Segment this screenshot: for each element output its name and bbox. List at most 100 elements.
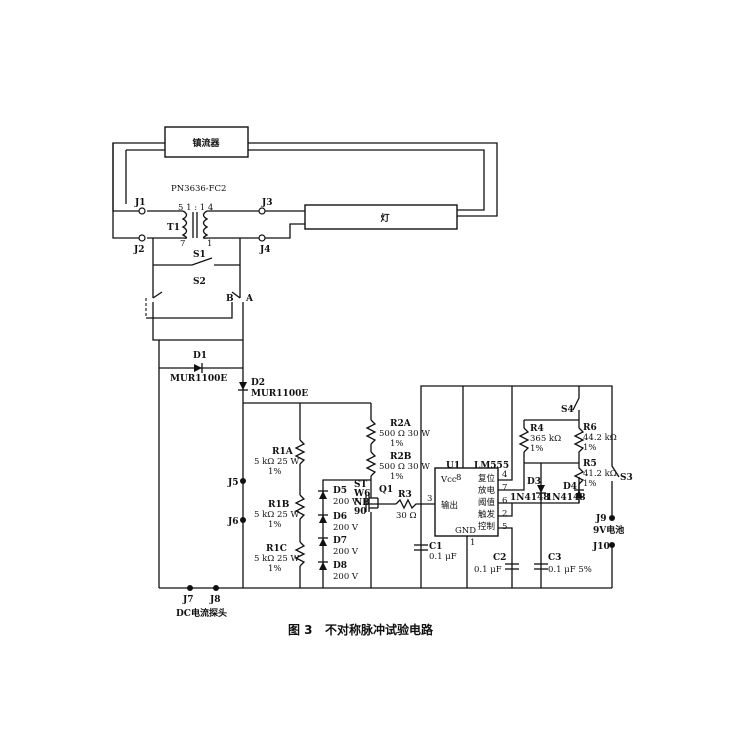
r1a-ref: R1A: [272, 447, 294, 457]
c1-value: 0.1 μF: [429, 552, 457, 562]
jack-j1-label: J1: [134, 198, 146, 208]
mosfet-q1: [365, 490, 396, 588]
figure-caption: 不对称脉冲试验电路: [325, 622, 434, 637]
r1c-tol: 1%: [268, 564, 282, 574]
switch-a-label: A: [245, 294, 254, 304]
u1-pin8: 8: [456, 473, 461, 483]
r6-value: 44.2 kΩ: [583, 433, 617, 443]
u1-threshold: 阈值: [478, 497, 496, 508]
r3-value: 30 Ω: [396, 511, 417, 521]
r2b-tol: 1%: [390, 472, 404, 482]
q1-ref: Q1: [379, 485, 393, 495]
c3-ref: C3: [548, 553, 561, 563]
r2a-value: 500 Ω 30 W: [379, 429, 430, 439]
r1a-value: 5 kΩ 25 W: [254, 457, 300, 467]
jack-j10[interactable]: [609, 542, 615, 548]
d2-ref: D2: [251, 378, 265, 388]
switch-b-label: B: [226, 294, 234, 304]
diode-d3: [536, 463, 546, 503]
transformer-part: PN3636-FC2: [171, 184, 226, 194]
r1b-tol: 1%: [268, 520, 282, 530]
zener-chain: [318, 479, 371, 588]
jack-j1[interactable]: [138, 207, 146, 215]
lamp-wire-bottom: [265, 223, 305, 239]
u1-discharge: 放电: [478, 485, 496, 496]
r4-value: 365 kΩ: [530, 434, 561, 444]
jack-j7[interactable]: [187, 585, 193, 591]
r1c-ref: R1C: [266, 544, 287, 554]
resistor-r6: [573, 427, 585, 463]
d2-part: MUR1100E: [251, 389, 308, 399]
transformer-pin1: 1: [207, 239, 212, 249]
u1-ref: U1: [446, 461, 460, 471]
jack-j4-label: J4: [259, 245, 271, 255]
c1-ref: C1: [429, 542, 442, 552]
d8-volt: 200 V: [333, 572, 359, 582]
jack-j9-label: J9: [595, 514, 607, 524]
jack-j8-label: J8: [209, 595, 221, 605]
u1-out: 输出: [441, 500, 458, 511]
u1-p4: 4: [502, 470, 507, 480]
r1c-value: 5 kΩ 25 W: [254, 554, 300, 564]
u1-vcc: Vcc: [440, 475, 457, 485]
ballast-label: 镇流器: [192, 137, 220, 149]
r1b-value: 5 kΩ 25 W: [254, 510, 300, 520]
switch-s3-label: S3: [620, 473, 633, 483]
r2b-ref: R2B: [390, 452, 412, 462]
r5-ref: R5: [583, 459, 597, 469]
r2a-tol: 1%: [390, 439, 404, 449]
transformer-pin7: 7: [180, 239, 185, 249]
switch-block: S1 S2 B A: [145, 238, 254, 341]
r4-ref: R4: [530, 424, 544, 434]
u1-p2: 2: [502, 509, 507, 519]
resistor-chain-r2: [365, 403, 377, 490]
switch-s2-label: S2: [193, 277, 206, 287]
u1-control: 控制: [478, 521, 495, 532]
jack-j9[interactable]: [609, 515, 615, 521]
d6-ref: D6: [333, 512, 347, 522]
transformer-ratio: 5 1 : 1 4: [178, 203, 213, 213]
figure-number: 图 3: [288, 623, 313, 637]
battery-label: 9V电池: [593, 524, 624, 536]
u1-gnd: GND: [455, 526, 476, 536]
r1b-ref: R1B: [268, 500, 290, 510]
resistor-chain-r1: [294, 403, 306, 588]
capacitor-c2: [505, 563, 519, 570]
d7-ref: D7: [333, 536, 347, 546]
c2-value: 0.1 μF: [474, 565, 502, 575]
d4-part: 1N4148: [546, 493, 586, 503]
d3-ref: D3: [527, 477, 541, 487]
capacitor-c3: [534, 563, 548, 570]
d5-volt: 200 V: [333, 497, 359, 507]
q1-line3: NB: [354, 498, 370, 508]
probe-label: DC电流探头: [176, 607, 227, 619]
d3-part: 1N4148: [510, 493, 550, 503]
ballast-box: [164, 126, 249, 158]
lamp-box: [304, 204, 458, 230]
resistor-r4: [518, 419, 579, 464]
u1-reset: 复位: [478, 473, 496, 484]
r1a-tol: 1%: [268, 467, 282, 477]
timer-wiring: [420, 385, 613, 588]
jack-j5-label: J5: [227, 478, 239, 488]
transformer-t1: PN3636-FC2 5 1 : 1 4 T1 7 1: [147, 184, 260, 249]
d5-ref: D5: [333, 486, 347, 496]
u1-p6: 6: [502, 496, 507, 506]
u1-p1: 1: [470, 538, 475, 548]
ic-u1-box: [434, 467, 499, 537]
ballast-loop: [112, 142, 498, 239]
q1-line1: ST: [354, 480, 367, 490]
jack-j10-label: J10: [592, 542, 610, 552]
lamp-label: 灯: [380, 212, 389, 224]
diode-d4: [574, 484, 584, 503]
d6-volt: 200 V: [333, 523, 359, 533]
jack-j6[interactable]: [240, 517, 246, 523]
jack-j4[interactable]: [258, 234, 266, 242]
u1-p3: 3: [427, 494, 432, 504]
jack-j2[interactable]: [138, 234, 146, 242]
switch-s4: [572, 386, 580, 411]
jack-j8[interactable]: [213, 585, 219, 591]
jack-j2-label: J2: [133, 245, 145, 255]
jack-j5[interactable]: [240, 478, 246, 484]
jack-j3[interactable]: [258, 207, 266, 215]
